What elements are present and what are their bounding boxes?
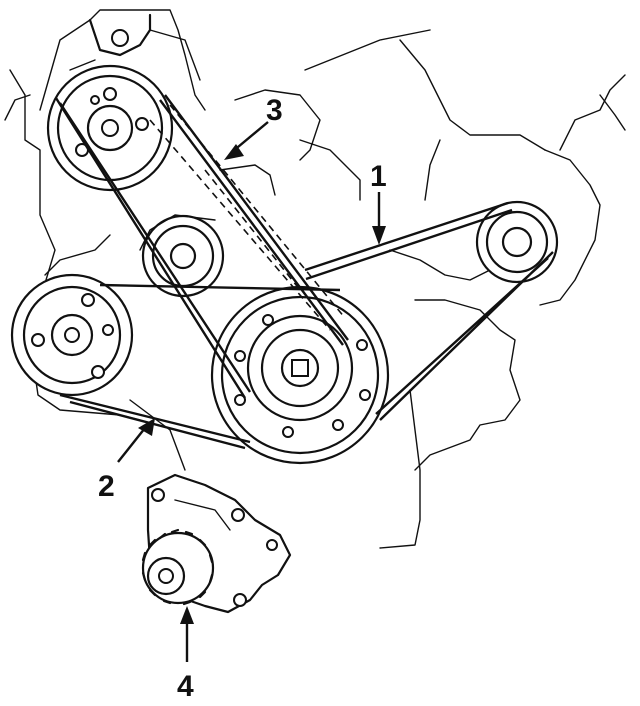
lower-drive-belt [59,283,341,450]
main-drive-belt [304,201,554,421]
power-steering-pulley [10,273,134,397]
crankshaft-pulley [210,285,390,465]
engine-block-outline [4,9,626,549]
callout-label-1: 1 [370,160,387,193]
water-pump [141,473,292,614]
upper-mount-bracket [69,13,201,81]
callout-label-2: 2 [98,470,115,503]
callout-label-3: 3 [266,94,283,127]
timing-belt-guide [149,104,346,331]
callout-arrow-2 [117,418,155,463]
idler-pulley [139,214,225,298]
alternator-pulley [46,64,174,192]
callout-arrow-1 [372,192,386,245]
ac-compressor-pulley [475,200,559,284]
water-pump-gear [141,528,215,606]
upper-drive-belt [54,94,349,399]
callout-arrow-4 [180,606,194,662]
mount-bolt [111,29,129,47]
callout-label-4: 4 [177,670,194,703]
callout-arrow-3 [224,121,269,160]
